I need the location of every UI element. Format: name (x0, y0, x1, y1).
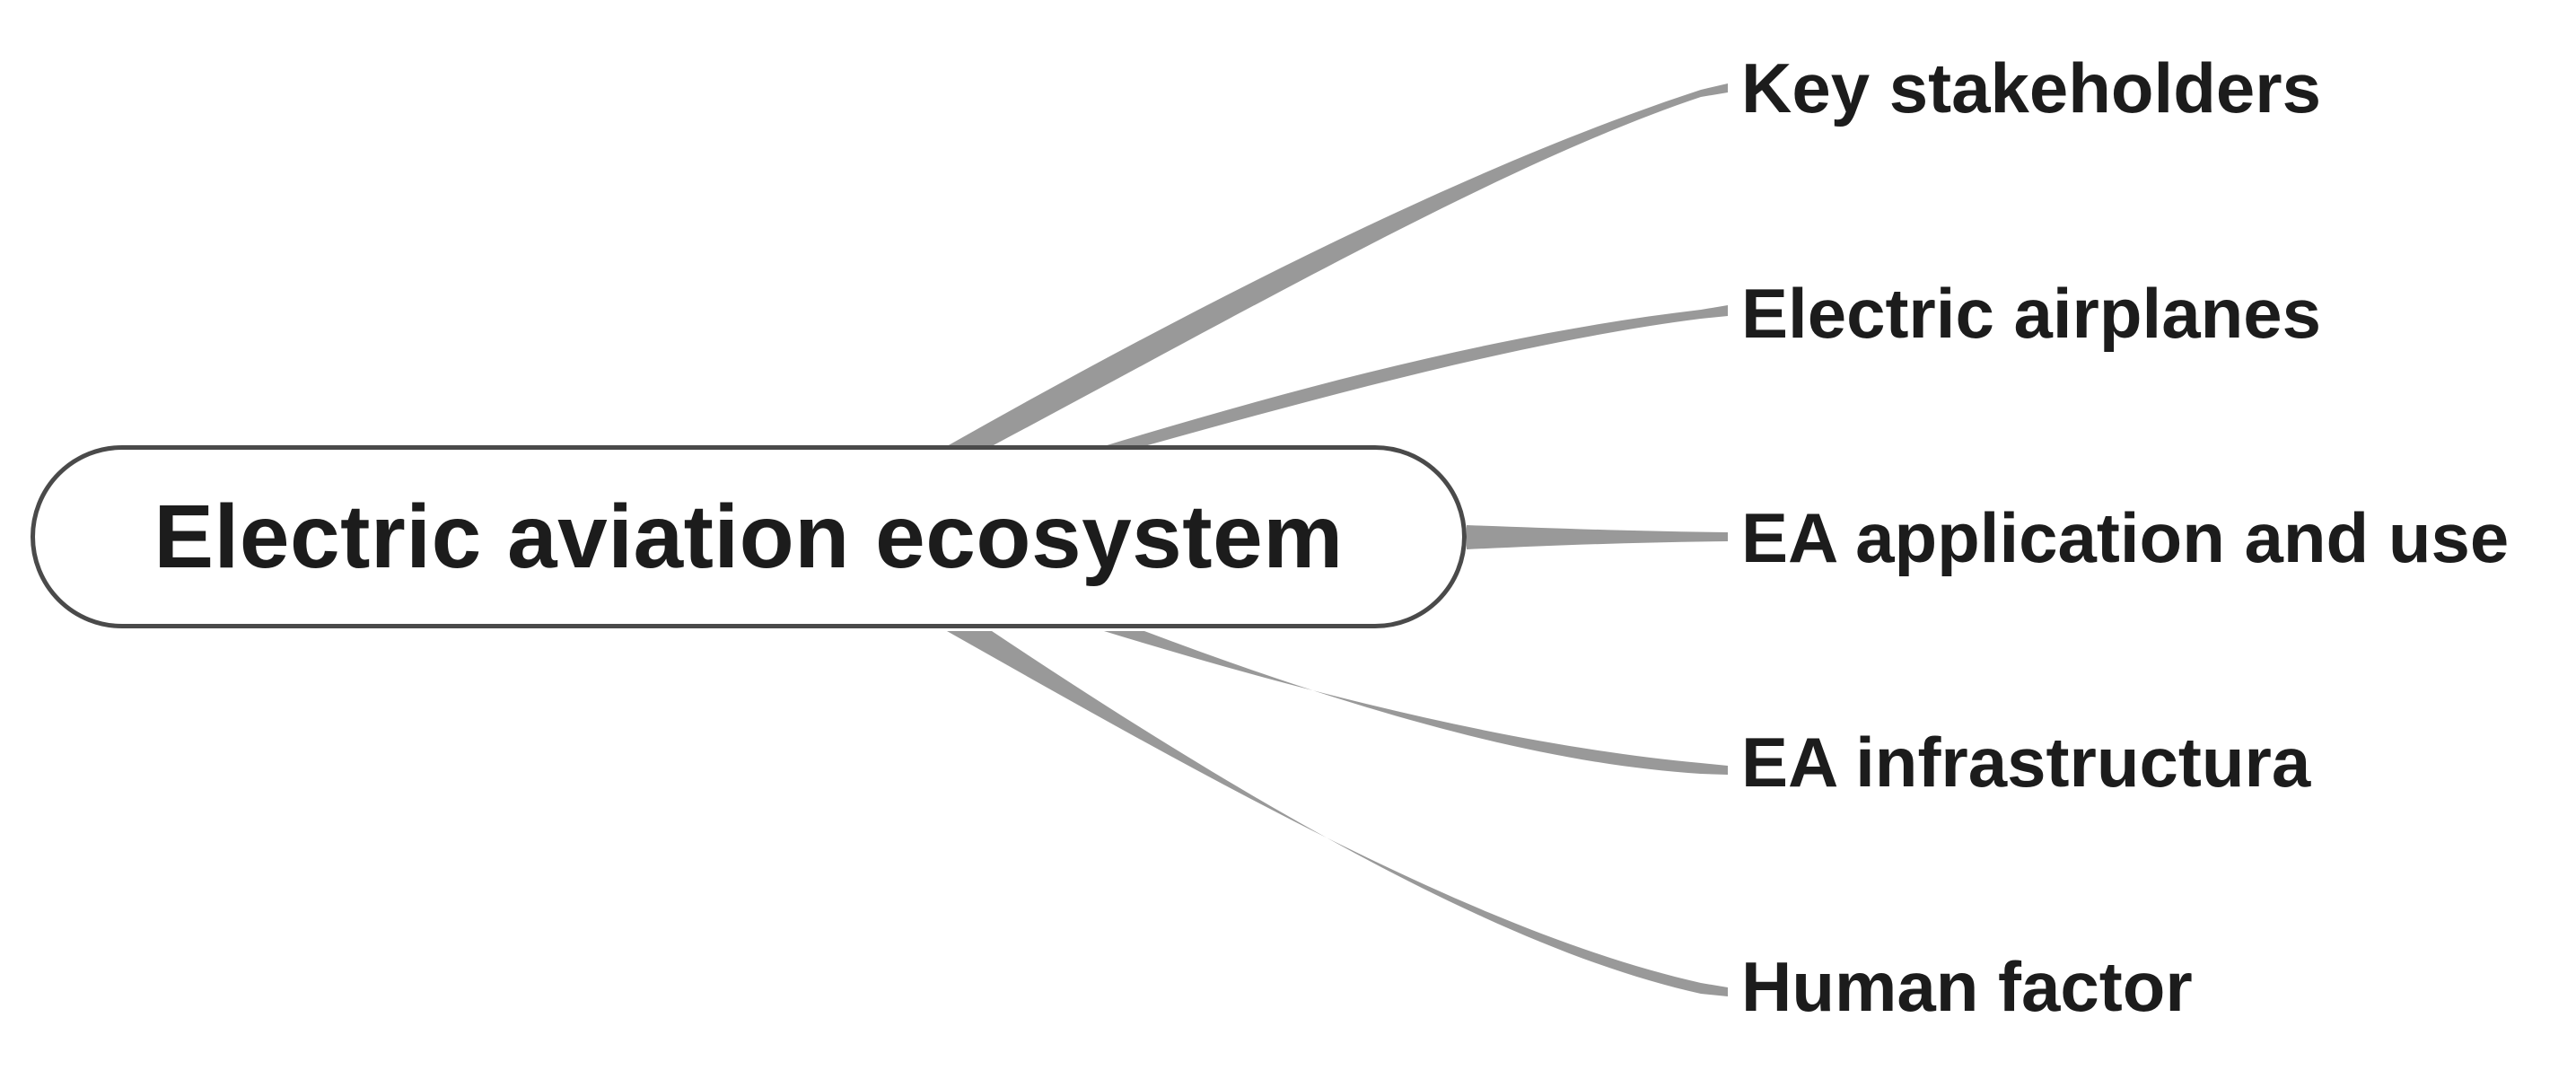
central-topic-node[interactable]: Electric aviation ecosystem (31, 445, 1467, 628)
branch-topic-key-stakeholders[interactable]: Key stakeholders (1741, 48, 2321, 127)
branch-topic-ea-application-and-use[interactable]: EA application and use (1741, 498, 2510, 577)
branch-connector-ea-infrastructura (1104, 631, 1728, 775)
central-topic-label: Electric aviation ecosystem (153, 486, 1344, 587)
branch-connector-ea-application (1467, 525, 1728, 549)
branch-topic-ea-infrastructura[interactable]: EA infrastructura (1741, 723, 2311, 802)
branch-connector-human-factor (947, 631, 1728, 996)
branch-connector-electric-airplanes (1104, 305, 1728, 446)
branch-connector-key-stakeholders (947, 83, 1728, 446)
branch-topic-electric-airplanes[interactable]: Electric airplanes (1741, 274, 2322, 353)
branch-topic-human-factor[interactable]: Human factor (1741, 947, 2193, 1026)
